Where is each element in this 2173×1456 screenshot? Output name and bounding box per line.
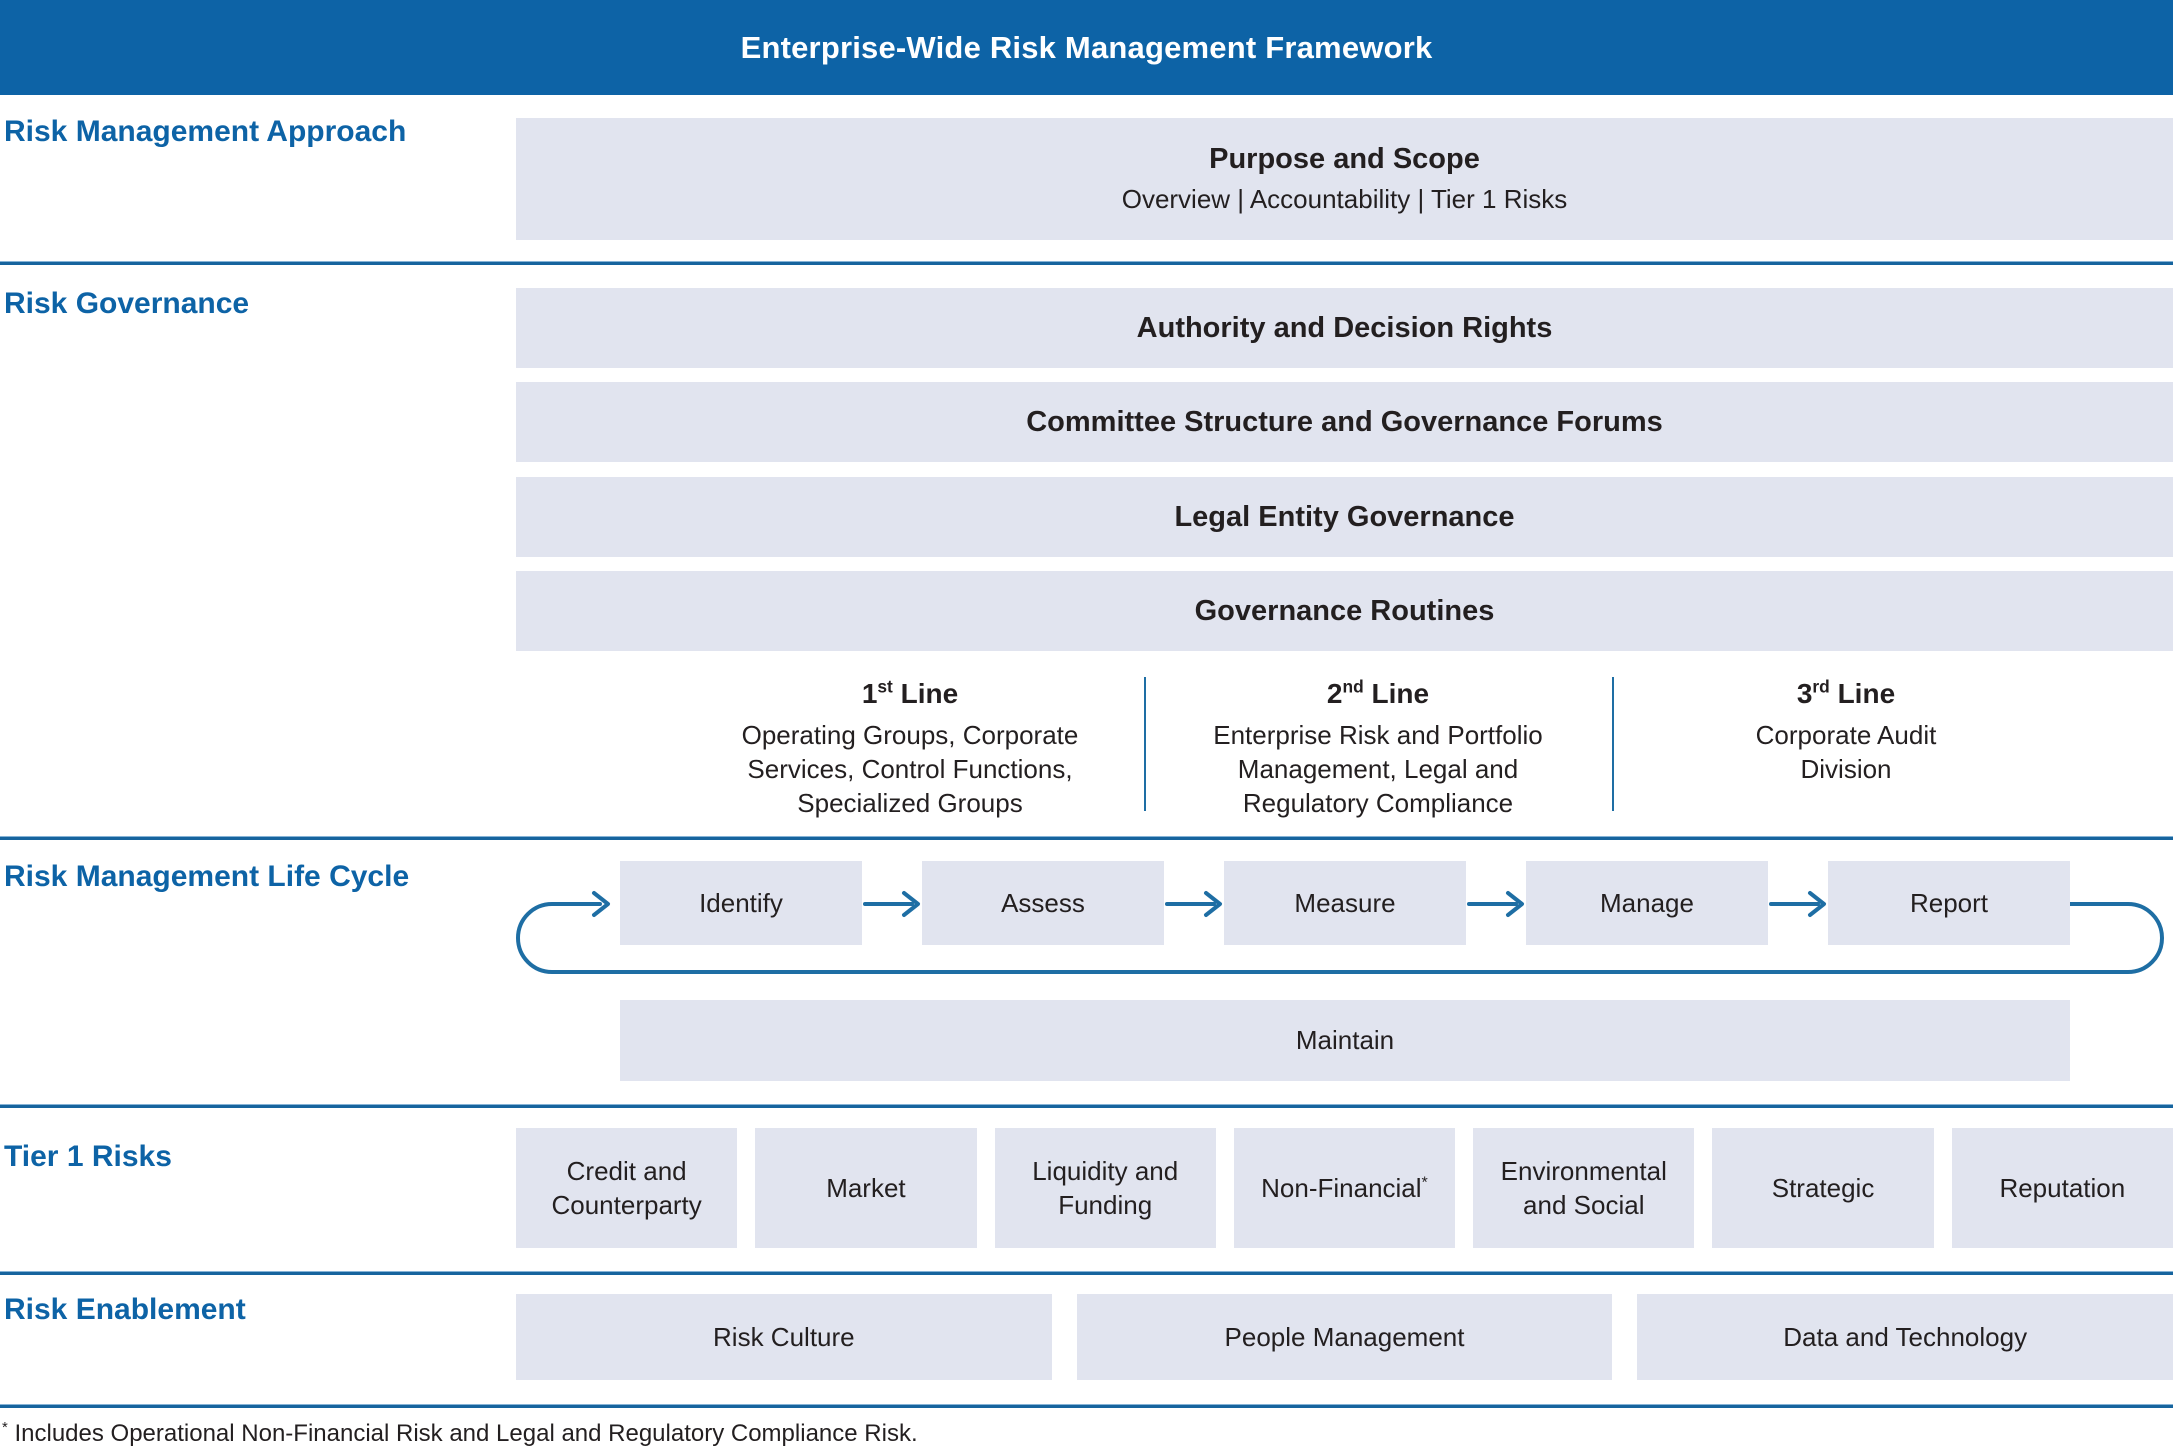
- maintain-label: Maintain: [1295, 1025, 1395, 1055]
- third-line-body: Corporate Audit Division: [1755, 720, 1937, 784]
- section-divider: [0, 1404, 2173, 1408]
- tier1-risk-label: Environmental and Social: [1500, 1156, 1667, 1220]
- governance-box-label: Authority and Decision Rights: [1136, 311, 1553, 344]
- loop-arrowhead: [592, 891, 610, 917]
- tier1-risk-box: Strategic: [1712, 1128, 1934, 1248]
- lifecycle-step-label: Report: [1909, 887, 1989, 918]
- tier1-risk-box: Environmental and Social: [1473, 1128, 1695, 1248]
- page-title: Enterprise-Wide Risk Management Framewor…: [740, 29, 1433, 65]
- risk-enablement-row: Risk Culture People Management Data and …: [516, 1294, 2173, 1380]
- governance-box: Committee Structure and Governance Forum…: [516, 382, 2173, 462]
- second-line-column: 2nd Line Enterprise Risk and Portfolio M…: [1144, 676, 1612, 818]
- first-line-body: Operating Groups, Corporate Services, Co…: [741, 720, 1079, 818]
- lines-of-defense-row: 1st Line Operating Groups, Corporate Ser…: [676, 676, 2080, 818]
- enablement-box: Risk Culture: [516, 1294, 1052, 1380]
- tier1-risk-box: Liquidity and Funding: [994, 1128, 1216, 1248]
- footnote-marker: *: [2, 1420, 8, 1436]
- ordinal-suffix: st: [877, 676, 893, 697]
- third-line-column: 3rd Line Corporate Audit Division: [1612, 676, 2080, 818]
- section-label-risk-governance: Risk Governance: [4, 287, 250, 320]
- lifecycle-step-box: Measure: [1224, 861, 1466, 945]
- lifecycle-step-box: Report: [1828, 861, 2070, 945]
- lifecycle-step-label: Measure: [1294, 887, 1396, 918]
- section-label-risk-management-approach: Risk Management Approach: [4, 115, 407, 148]
- governance-box: Legal Entity Governance: [516, 477, 2173, 557]
- enablement-label: People Management: [1224, 1321, 1465, 1352]
- enablement-label: Data and Technology: [1783, 1321, 2028, 1352]
- section-divider: [0, 261, 2173, 265]
- enablement-box: Data and Technology: [1637, 1294, 2173, 1380]
- first-line-heading: 1st Line: [676, 678, 1144, 710]
- flow-arrowhead: [902, 891, 920, 917]
- section-label-risk-management-life-cycle: Risk Management Life Cycle: [4, 860, 410, 893]
- tier1-risk-box: Non-Financial*: [1233, 1128, 1456, 1248]
- ordinal-suffix: nd: [1342, 676, 1364, 697]
- tier1-risk-box: Reputation: [1951, 1128, 2173, 1248]
- lifecycle-step-box: Manage: [1526, 861, 1768, 945]
- column-divider: [1144, 677, 1146, 811]
- cycle-loop-arrow: [516, 902, 2164, 974]
- footnote: * Includes Operational Non-Financial Ris…: [2, 1420, 918, 1448]
- purpose-and-scope-box: Purpose and Scope Overview | Accountabil…: [516, 118, 2173, 240]
- header-bar: Enterprise-Wide Risk Management Framewor…: [0, 0, 2173, 95]
- tier1-risk-label: Non-Financial*: [1261, 1171, 1428, 1205]
- ordinal-suffix: rd: [1812, 676, 1830, 697]
- tier1-risk-label: Strategic: [1771, 1173, 1875, 1203]
- lifecycle-flow-arrows: [516, 891, 2164, 974]
- section-label-risk-enablement: Risk Enablement: [4, 1293, 246, 1326]
- maintain-box: Maintain: [620, 1000, 2070, 1081]
- tier1-risk-box: Credit and Counterparty: [516, 1128, 738, 1248]
- tier1-risk-label: Liquidity and Funding: [1032, 1156, 1179, 1220]
- flow-arrowhead: [1204, 891, 1222, 917]
- lifecycle-step-box: Assess: [922, 861, 1164, 945]
- second-line-body: Enterprise Risk and Portfolio Management…: [1213, 720, 1543, 818]
- tier1-risk-label: Credit and Counterparty: [551, 1156, 702, 1220]
- tier1-risks-row: Credit and Counterparty Market Liquidity…: [516, 1128, 2173, 1248]
- first-line-column: 1st Line Operating Groups, Corporate Ser…: [676, 676, 1144, 818]
- flow-arrowhead: [1808, 891, 1826, 917]
- ordinal-number: 3: [1796, 678, 1813, 709]
- section-divider: [0, 836, 2173, 840]
- lifecycle-step-label: Assess: [1001, 887, 1085, 918]
- line-word: Line: [1363, 678, 1430, 709]
- governance-box: Authority and Decision Rights: [516, 288, 2173, 368]
- flow-arrowhead: [1506, 891, 1524, 917]
- footnote-marker: *: [1421, 1173, 1428, 1192]
- second-line-heading: 2nd Line: [1144, 678, 1612, 710]
- ordinal-number: 2: [1326, 678, 1343, 709]
- governance-box-label: Legal Entity Governance: [1174, 500, 1515, 533]
- lifecycle-step-label: Identify: [699, 887, 783, 918]
- lifecycle-step-box: Identify: [620, 861, 862, 945]
- column-divider: [1612, 677, 1614, 811]
- tier1-risk-label: Reputation: [1999, 1173, 2126, 1203]
- third-line-heading: 3rd Line: [1612, 678, 2080, 710]
- enablement-box: People Management: [1076, 1294, 1613, 1380]
- governance-box: Governance Routines: [516, 571, 2173, 651]
- line-word: Line: [892, 678, 959, 709]
- footnote-text: Includes Operational Non-Financial Risk …: [7, 1420, 918, 1447]
- tier1-risk-box: Market: [755, 1128, 977, 1248]
- tier1-risk-label: Market: [826, 1173, 906, 1203]
- section-divider: [0, 1104, 2173, 1108]
- ordinal-number: 1: [861, 678, 878, 709]
- tier1-risk-label-text: Non-Financial: [1261, 1173, 1422, 1203]
- lifecycle-step-label: Manage: [1600, 887, 1694, 918]
- purpose-title: Purpose and Scope: [1209, 143, 1480, 175]
- line-word: Line: [1829, 678, 1896, 709]
- purpose-subtitle: Overview | Accountability | Tier 1 Risks: [1121, 184, 1568, 214]
- governance-box-label: Governance Routines: [1194, 594, 1495, 627]
- section-label-tier-1-risks: Tier 1 Risks: [4, 1140, 172, 1173]
- governance-box-label: Committee Structure and Governance Forum…: [1026, 405, 1663, 438]
- section-divider: [0, 1271, 2173, 1275]
- enablement-label: Risk Culture: [713, 1321, 855, 1352]
